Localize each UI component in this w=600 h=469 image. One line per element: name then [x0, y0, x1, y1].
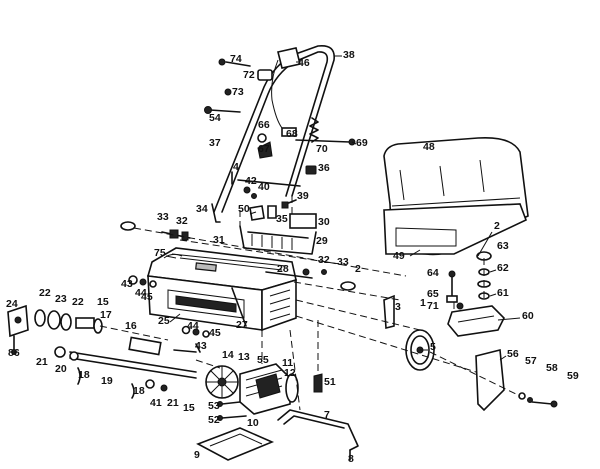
part-label-75: 75 [154, 247, 166, 259]
fasteners [120, 221, 356, 353]
part-label-33: 33 [337, 256, 349, 268]
part-label-57: 57 [525, 355, 537, 367]
part-label-46: 46 [298, 57, 310, 69]
mower-housing [146, 247, 313, 332]
roller-shaft-assembly [7, 304, 197, 399]
part-label-65: 65 [427, 288, 439, 300]
part-label-29: 29 [316, 235, 328, 247]
part-label-38: 38 [343, 49, 355, 61]
part-label-72: 72 [243, 69, 255, 81]
part-label-63: 63 [497, 240, 509, 252]
part-label-43: 43 [195, 340, 207, 352]
part-label-44: 44 [135, 287, 147, 299]
part-label-62: 62 [497, 262, 509, 274]
part-label-31: 31 [213, 234, 225, 246]
part-label-20: 20 [55, 363, 67, 375]
part-label-17: 17 [100, 309, 112, 321]
part-label-40: 40 [258, 181, 270, 193]
part-label-48: 48 [423, 141, 435, 153]
part-label-42: 42 [245, 175, 257, 187]
part-label-30: 30 [318, 216, 330, 228]
part-label-25: 25 [158, 315, 170, 327]
part-label-51: 51 [324, 376, 336, 388]
rear-parts [383, 251, 558, 412]
part-label-59: 59 [567, 370, 579, 382]
part-label-18: 18 [78, 369, 90, 381]
part-label-70: 70 [316, 143, 328, 155]
part-label-13: 13 [238, 351, 250, 363]
part-label-37: 37 [209, 137, 221, 149]
part-label-15: 15 [97, 296, 109, 308]
part-label-23: 23 [55, 293, 67, 305]
part-label-21: 21 [167, 397, 179, 409]
part-label-53: 53 [208, 400, 220, 412]
part-label-45: 45 [141, 291, 153, 303]
part-label-69: 69 [356, 137, 368, 149]
handle-assembly [204, 44, 356, 255]
part-label-34: 34 [196, 203, 208, 215]
part-label-68: 68 [286, 128, 298, 140]
motor-assembly [205, 363, 299, 421]
part-label-22: 22 [72, 296, 84, 308]
grass-catcher-bag [383, 136, 529, 256]
part-label-21: 21 [36, 356, 48, 368]
part-label-19: 19 [101, 375, 113, 387]
part-label-32: 32 [176, 215, 188, 227]
part-label-15: 15 [183, 402, 195, 414]
part-label-61: 61 [497, 287, 509, 299]
part-label-86: 86 [8, 347, 20, 359]
leader-lines [165, 55, 521, 361]
part-label-67: 67 [258, 143, 270, 155]
part-label-1: 1 [420, 297, 426, 309]
part-label-50: 50 [238, 203, 250, 215]
part-label-8: 8 [348, 453, 354, 465]
part-label-35: 35 [276, 213, 288, 225]
part-label-55: 55 [257, 354, 269, 366]
part-label-22: 22 [39, 287, 51, 299]
part-label-16: 16 [125, 320, 137, 332]
part-label-10: 10 [247, 417, 259, 429]
part-label-2: 2 [355, 263, 361, 275]
part-label-56: 56 [507, 348, 519, 360]
part-label-27: 27 [236, 319, 248, 331]
part-label-52: 52 [208, 414, 220, 426]
part-label-54: 54 [209, 112, 221, 124]
part-label-44: 44 [187, 320, 199, 332]
part-label-12: 12 [284, 367, 296, 379]
part-label-11: 11 [282, 357, 293, 369]
part-label-3: 3 [395, 301, 401, 313]
height-adjuster [196, 287, 359, 461]
part-label-2: 2 [494, 220, 500, 232]
part-label-33: 33 [157, 211, 169, 223]
part-label-49: 49 [393, 250, 405, 262]
part-label-14: 14 [222, 349, 234, 361]
part-label-60: 60 [522, 310, 534, 322]
part-label-66: 66 [258, 119, 270, 131]
assembly-lines [99, 196, 521, 411]
part-label-24: 24 [6, 298, 18, 310]
part-label-74: 74 [230, 53, 242, 65]
part-label-36: 36 [318, 162, 330, 174]
part-label-9: 9 [194, 449, 200, 461]
part-label-71: 71 [427, 300, 439, 312]
part-label-28: 28 [277, 263, 289, 275]
part-label-39: 39 [297, 190, 309, 202]
part-label-45: 45 [209, 327, 221, 339]
part-label-5: 5 [430, 341, 436, 353]
part-label-73: 73 [232, 86, 244, 98]
part-label-64: 64 [427, 267, 439, 279]
part-label-7: 7 [324, 409, 330, 421]
part-label-58: 58 [546, 362, 558, 374]
part-label-18: 18 [133, 385, 145, 397]
part-label-32: 32 [318, 254, 330, 266]
part-label-41: 41 [150, 397, 162, 409]
part-label-43: 43 [121, 278, 133, 290]
part-label-4: 4 [233, 161, 239, 173]
